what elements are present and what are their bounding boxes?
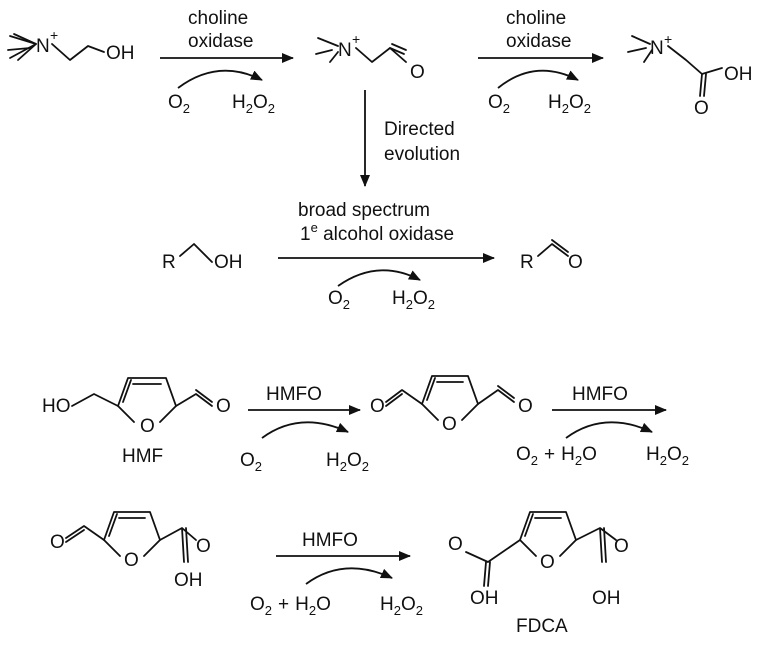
betaine-aldehyde-o-label: O [410,62,425,83]
hmfo-step1-product-h2o2: H2O2 [326,450,369,474]
broad-spectrum-reaction-arrow: broad spectrum 1e alcohol oxidase O2 H2O… [278,200,495,312]
ffca-ring-o-label: O [124,550,139,571]
ffca-left-o-label: O [50,532,65,553]
evolution-line2: evolution [384,144,460,165]
choline-oh-label: OH [106,43,135,64]
dff-right-o-label: O [518,396,533,417]
glycine-betaine-charge: + [664,31,672,47]
step2-enzyme-line2: oxidase [506,31,572,52]
ffca-acid-o-label: O [196,536,211,557]
step2-reaction-arrow: choline oxidase O2 H2O2 [478,8,604,116]
betaine-aldehyde-n-label: N [338,40,352,61]
alcohol-oh-label: OH [214,252,243,273]
fdca-left-oh-label: OH [470,588,499,609]
dff-ring-o-label: O [442,414,457,435]
fdca-ring-o-label: O [540,552,555,573]
hmfo-step1-enzyme: HMFO [266,384,322,405]
fdca-right-o-label: O [614,536,629,557]
choline-charge: + [50,27,58,43]
fdca-molecule: O OH O O OH FDCA [448,511,629,637]
hmfo-step3-arrow: HMFO O2+H2O H2O2 [250,530,423,618]
scheme2-product-h2o2: H2O2 [392,288,435,312]
hmf-ho-label: HO [42,396,71,417]
fdca-name-label: FDCA [516,616,568,637]
dff-molecule: O O O [370,375,533,435]
scheme2-enzyme-line2: 1e alcohol oxidase [300,220,454,245]
glycine-betaine-n-label: N [650,38,664,59]
betaine-aldehyde-charge: + [352,31,360,47]
hmfo-step3-enzyme: HMFO [302,530,358,551]
step2-reagent-o2: O2 [488,92,510,116]
glycine-betaine-molecule: N + OH O [627,31,753,119]
hmfo-step2-enzyme: HMFO [572,384,628,405]
hmf-aldehyde-o-label: O [216,396,231,417]
evolution-line1: Directed [384,119,455,140]
aldehyde-product: R O [520,239,583,273]
glycine-betaine-o-label: O [694,98,709,119]
fdca-left-o-label: O [448,534,463,555]
hmf-ring-o-label: O [140,416,155,437]
aldehyde-o-label: O [568,252,583,273]
step2-enzyme-line1: choline [506,8,566,29]
scheme2-enzyme-line1: broad spectrum [298,200,430,221]
step1-product-h2o2: H2O2 [232,92,275,116]
primary-alcohol-substrate: R OH [162,243,243,273]
step1-reagent-o2: O2 [168,92,190,116]
aldehyde-r-label: R [520,252,534,273]
hmf-name-label: HMF [122,446,163,467]
step1-reaction-arrow: choline oxidase O2 H2O2 [160,8,294,116]
choline-molecule: N + OH [7,27,135,64]
step2-product-h2o2: H2O2 [548,92,591,116]
alcohol-r-label: R [162,252,176,273]
choline-n-label: N [36,36,50,57]
glycine-betaine-oh-label: OH [724,64,753,85]
hmfo-step2-reagents: O2+H2O [516,444,597,468]
ffca-acid-oh-label: OH [174,570,203,591]
scheme2-reagent-o2: O2 [328,288,350,312]
directed-evolution-arrow: Directed evolution [360,90,460,187]
dff-left-o-label: O [370,396,385,417]
hmfo-step3-product-h2o2: H2O2 [380,594,423,618]
hmf-molecule: HO O O HMF [42,377,231,467]
fdca-right-oh-label: OH [592,588,621,609]
betaine-aldehyde-molecule: N + O [315,31,425,83]
step1-enzyme-line1: choline [188,8,248,29]
hmfo-step3-reagents: O2+H2O [250,594,331,618]
hmfo-step2-product-h2o2: H2O2 [646,444,689,468]
hmfo-step2-arrow: HMFO O2+H2O H2O2 [516,384,689,468]
hmfo-step1-arrow: HMFO O2 H2O2 [240,384,369,474]
hmfo-step1-reagent-o2: O2 [240,450,262,474]
step1-enzyme-line2: oxidase [188,31,254,52]
ffca-molecule: O O O OH [50,511,211,591]
